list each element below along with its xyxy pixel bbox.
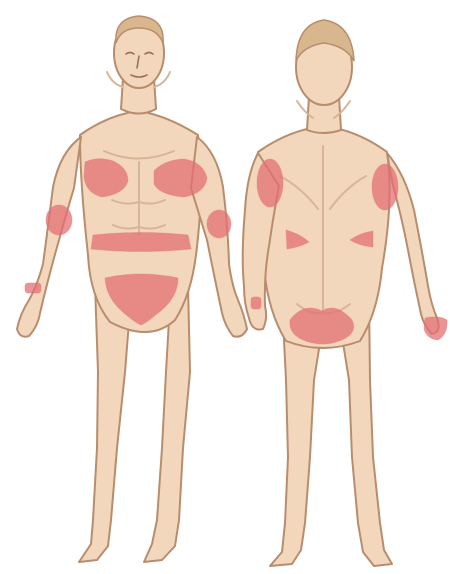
front-right-upper-arm-region: [207, 210, 231, 238]
back-left-scapular-region: [257, 159, 283, 207]
front-right-chest-region: [154, 159, 207, 197]
back-right-scapular-region: [372, 164, 398, 210]
back-left-wrist-region: [251, 297, 261, 309]
back-buttocks-region: [290, 308, 354, 344]
front-left-upper-arm-region: [46, 205, 72, 235]
front-left-wrist-region: [25, 283, 41, 293]
front-waistband-region: [91, 233, 191, 252]
